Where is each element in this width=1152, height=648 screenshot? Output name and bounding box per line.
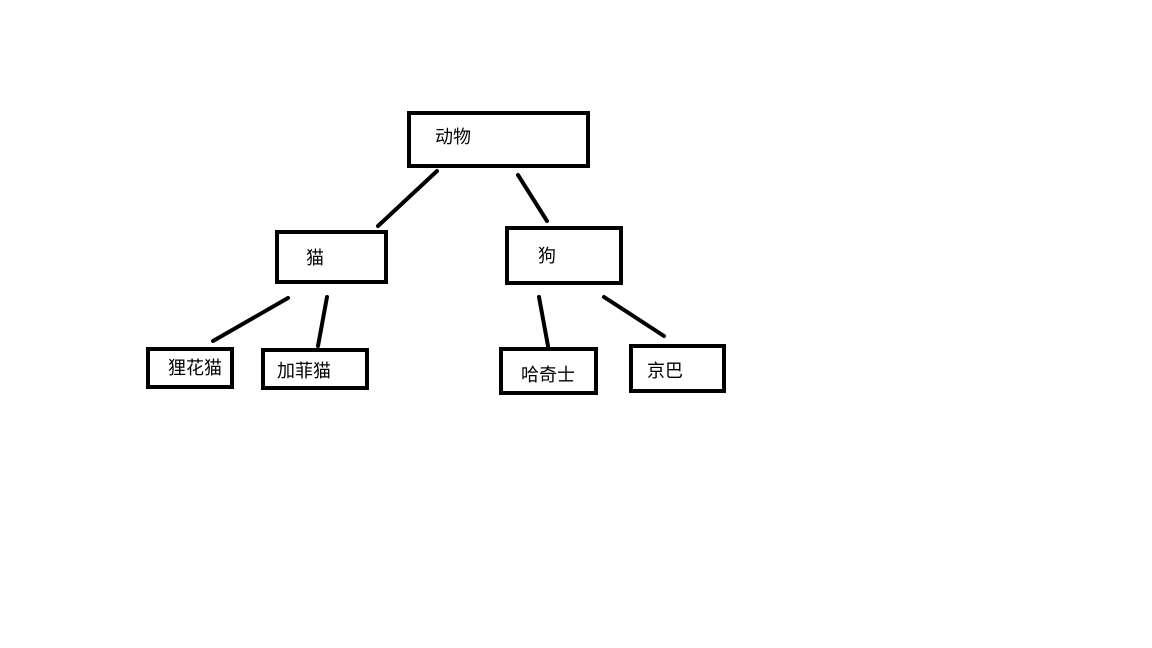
node-branch-cat: 猫 [275,230,388,284]
node-branch-cat-label: 猫 [306,248,324,269]
node-branch-dog-label: 狗 [538,246,556,267]
node-leaf-cat-1: 狸花猫 [146,347,234,389]
connector-dog-child-2 [602,295,666,338]
connector-root-dog [516,173,549,223]
node-leaf-cat-1-label: 狸花猫 [168,358,222,379]
node-leaf-cat-2: 加菲猫 [261,348,369,390]
connector-cat-child-1 [211,296,290,343]
node-leaf-dog-1-label: 哈奇士 [521,365,575,386]
connector-cat-child-2 [316,295,329,348]
node-leaf-dog-1: 哈奇士 [499,347,598,395]
node-root: 动物 [407,111,590,168]
node-leaf-dog-2: 京巴 [629,344,726,393]
node-branch-dog: 狗 [505,226,623,285]
node-leaf-cat-2-label: 加菲猫 [277,361,331,382]
connector-dog-child-1 [537,295,550,348]
node-root-label: 动物 [435,127,471,148]
connector-root-cat [376,169,439,228]
node-leaf-dog-2-label: 京巴 [647,361,683,382]
